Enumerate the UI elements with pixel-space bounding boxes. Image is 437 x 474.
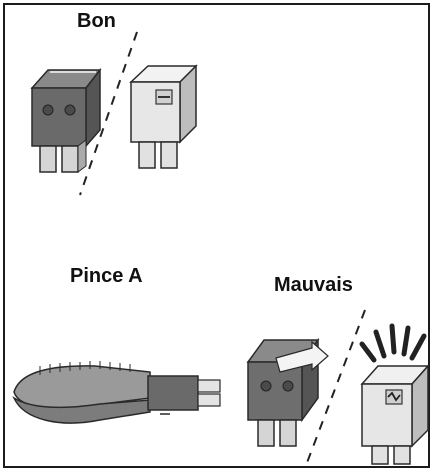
divider-bottom	[304, 309, 366, 469]
label-tool: Pince A	[70, 265, 143, 287]
fuse-puller-tool	[12, 361, 221, 424]
fuse-good-light	[129, 64, 198, 169]
burst-icon	[359, 323, 427, 363]
label-good: Bon	[77, 10, 116, 32]
fuse-bad-dark	[246, 337, 329, 447]
arrow-icon	[275, 340, 329, 373]
label-bad: Mauvais	[274, 274, 353, 296]
fuse-bad-light	[359, 323, 430, 465]
fuse-good-dark	[30, 67, 102, 173]
divider-top	[79, 31, 138, 196]
